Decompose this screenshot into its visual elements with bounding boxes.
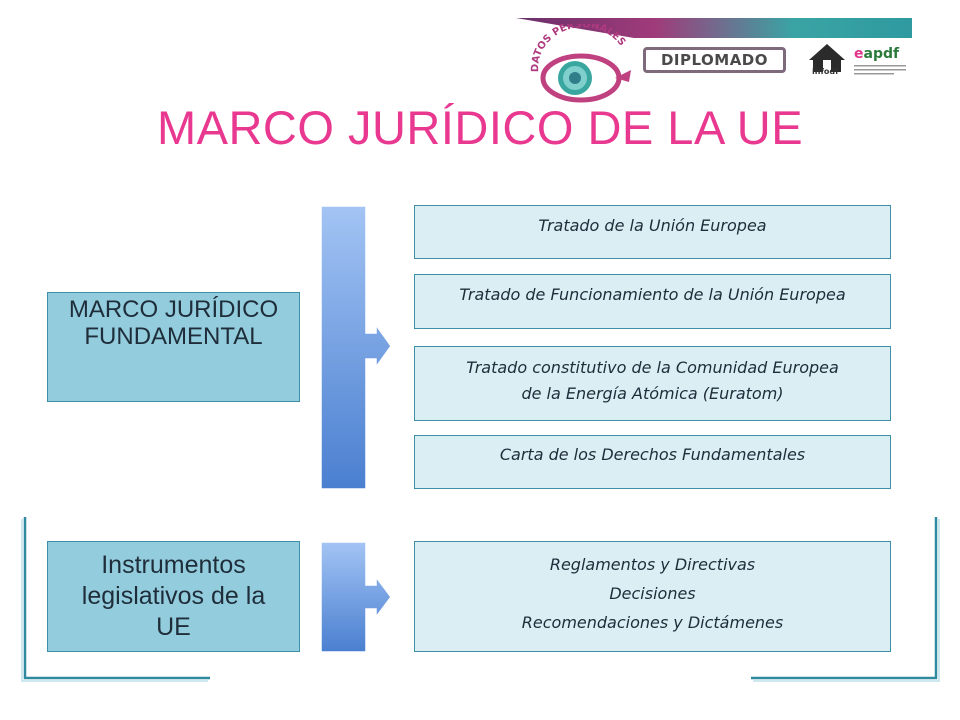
- connector-arrow-fundamental: [320, 205, 392, 490]
- euratom-line1: Tratado constitutivo de la Comunidad Eur…: [466, 358, 839, 377]
- eapdf-logo: eapdf: [854, 46, 900, 62]
- item-tratado-euratom: Tratado constitutivo de la Comunidad Eur…: [414, 346, 891, 421]
- eye-logo-icon: DATOS PERSONALES: [530, 24, 631, 103]
- instrumentos-legislativos-box: Instrumentos legislativos de la UE: [47, 541, 300, 652]
- connector-arrow-instruments: [320, 541, 392, 653]
- lower-section-bracket: [21, 517, 940, 682]
- instrument-item: Decisiones: [609, 584, 696, 603]
- item-tratado-funcionamiento: Tratado de Funcionamiento de la Unión Eu…: [414, 274, 891, 329]
- marco-juridico-fundamental-box: MARCO JURÍDICO FUNDAMENTAL: [47, 292, 300, 402]
- instrument-item: Reglamentos y Directivas: [549, 555, 756, 574]
- instruments-label-line1: Instrumentos: [101, 551, 246, 579]
- fundamental-label-line1: MARCO JURÍDICO: [68, 296, 279, 323]
- instruments-label-line2: legislativos de la: [81, 582, 266, 610]
- info-house-icon: [809, 44, 845, 72]
- instruments-label-line3: UE: [156, 613, 191, 641]
- diplomado-label: DIPLOMADO: [643, 47, 786, 73]
- item-tratado-union-europea: Tratado de la Unión Europea: [414, 205, 891, 259]
- info-logo-text: infodf: [812, 67, 839, 76]
- instruments-list-box: Reglamentos y Directivas Decisiones Reco…: [414, 541, 891, 652]
- header-banner-bar: [516, 18, 912, 38]
- euratom-line2: de la Energía Atómica (Euratom): [521, 384, 784, 403]
- item-carta-derechos: Carta de los Derechos Fundamentales: [414, 435, 891, 489]
- fundamental-label-line2: FUNDAMENTAL: [84, 323, 263, 350]
- page-title: MARCO JURÍDICO DE LA UE: [156, 101, 804, 154]
- instrument-item: Recomendaciones y Dictámenes: [521, 613, 784, 632]
- eapdf-caption-lines: [854, 65, 906, 75]
